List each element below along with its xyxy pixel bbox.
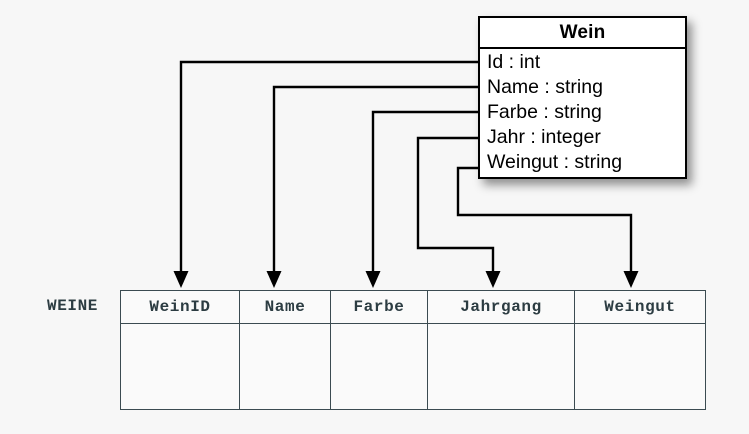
table-cell-name [239, 323, 331, 410]
uml-attribute-farbe: Farbe : string [487, 101, 602, 123]
arrowhead-icon [365, 271, 381, 288]
uml-class-name: Wein [480, 18, 685, 49]
uml-attribute-weingut: Weingut : string [487, 151, 623, 173]
arrowhead-icon [485, 271, 501, 288]
connector-id-to-weinid [173, 60, 478, 288]
table-cell-farbe [330, 323, 428, 410]
uml-attribute-jahr: Jahr : integer [487, 126, 601, 148]
table-column-header-farbe: Farbe [330, 290, 428, 324]
connector-line [179, 60, 478, 272]
connector-line [272, 85, 478, 272]
uml-attribute-list: Id : int Name : string Farbe : string Ja… [480, 49, 685, 177]
connector-name-to-name [266, 85, 478, 288]
arrowhead-icon [623, 271, 639, 288]
table-cell-weingut [574, 323, 706, 410]
connector-farbe-to-farbe [365, 110, 478, 288]
table-cell-jahrgang [427, 323, 575, 410]
table-column-header-weinid: WeinID [120, 290, 240, 324]
table-column-header-jahrgang: Jahrgang [427, 290, 575, 324]
connector-weingut-to-weingut [456, 166, 639, 288]
relational-table: WeinID Name Farbe Jahrgang Weingut [120, 290, 706, 410]
uml-attribute-name: Name : string [487, 76, 603, 98]
uml-class-box: Wein Id : int Name : string Farbe : stri… [478, 16, 687, 179]
arrowhead-icon [266, 271, 282, 288]
connector-line [456, 166, 633, 272]
arrowhead-icon [173, 271, 189, 288]
table-column-header-weingut: Weingut [574, 290, 706, 324]
table-column-header-name: Name [239, 290, 331, 324]
table-header-row: WeinID Name Farbe Jahrgang Weingut [120, 290, 706, 324]
relational-table-label: WEINE [47, 297, 99, 315]
connector-line [371, 110, 478, 272]
table-row [120, 323, 706, 410]
uml-attribute-id: Id : int [487, 51, 541, 73]
table-cell-weinid [120, 323, 240, 410]
